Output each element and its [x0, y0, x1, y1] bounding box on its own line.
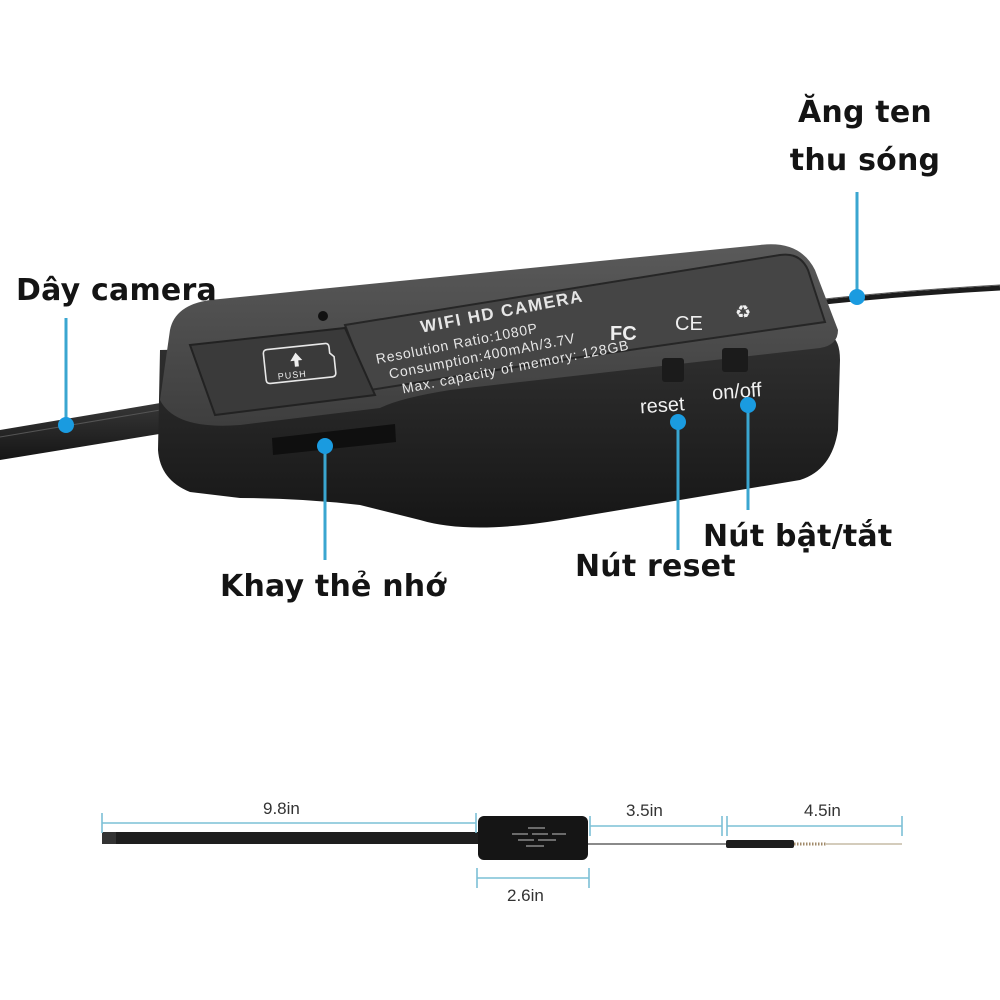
sd-push-label: PUSH [277, 369, 307, 382]
antenna-wire [814, 284, 1000, 306]
callout-antenna-line1: Ăng ten [798, 95, 932, 130]
dim-cable [102, 832, 482, 844]
onoff-switch-label: on/off [711, 379, 763, 404]
camera-cable [0, 398, 196, 460]
camera-lens-hole [318, 311, 328, 321]
callout-card-slot: Khay thẻ nhớ [220, 569, 447, 604]
ce-mark-icon: CE [675, 313, 703, 335]
cert-marks: FC CE ♻ [610, 302, 751, 345]
callout-dot-power [740, 397, 756, 413]
dim-antenna-sleeve [726, 840, 794, 848]
sd-push-icon: PUSH [262, 342, 337, 385]
dim-label-antenna-wire: 3.5in [626, 801, 663, 820]
dim-label-body: 2.6in [507, 886, 544, 905]
callout-antenna: Ăng ten thu sóng [780, 94, 950, 180]
callout-camera-cable: Dây camera [16, 273, 217, 308]
recycle-icon: ♻ [735, 302, 751, 322]
callout-antenna-line2: thu sóng [789, 143, 941, 178]
sd-card-slot [272, 424, 396, 455]
reset-switch[interactable] [662, 358, 684, 382]
callout-dot-camera-cable [58, 417, 74, 433]
camera-device-illustration: PUSH WIFI HD CAMERA Resolution Ratio:108… [0, 192, 1000, 560]
callout-dot-antenna [849, 289, 865, 305]
dimension-diagram [101, 813, 903, 888]
callout-dot-reset [670, 414, 686, 430]
device-label-plate [343, 253, 827, 392]
dim-body [478, 816, 588, 860]
dim-label-cable: 9.8in [263, 799, 300, 818]
callout-dot-card-slot [317, 438, 333, 454]
onoff-switch[interactable] [722, 348, 748, 372]
dim-label-antenna-tip: 4.5in [804, 801, 841, 820]
callout-power-button: Nút bật/tắt [703, 519, 893, 554]
fcc-mark-icon: FC [610, 323, 637, 345]
callout-reset-button: Nút reset [575, 549, 736, 584]
